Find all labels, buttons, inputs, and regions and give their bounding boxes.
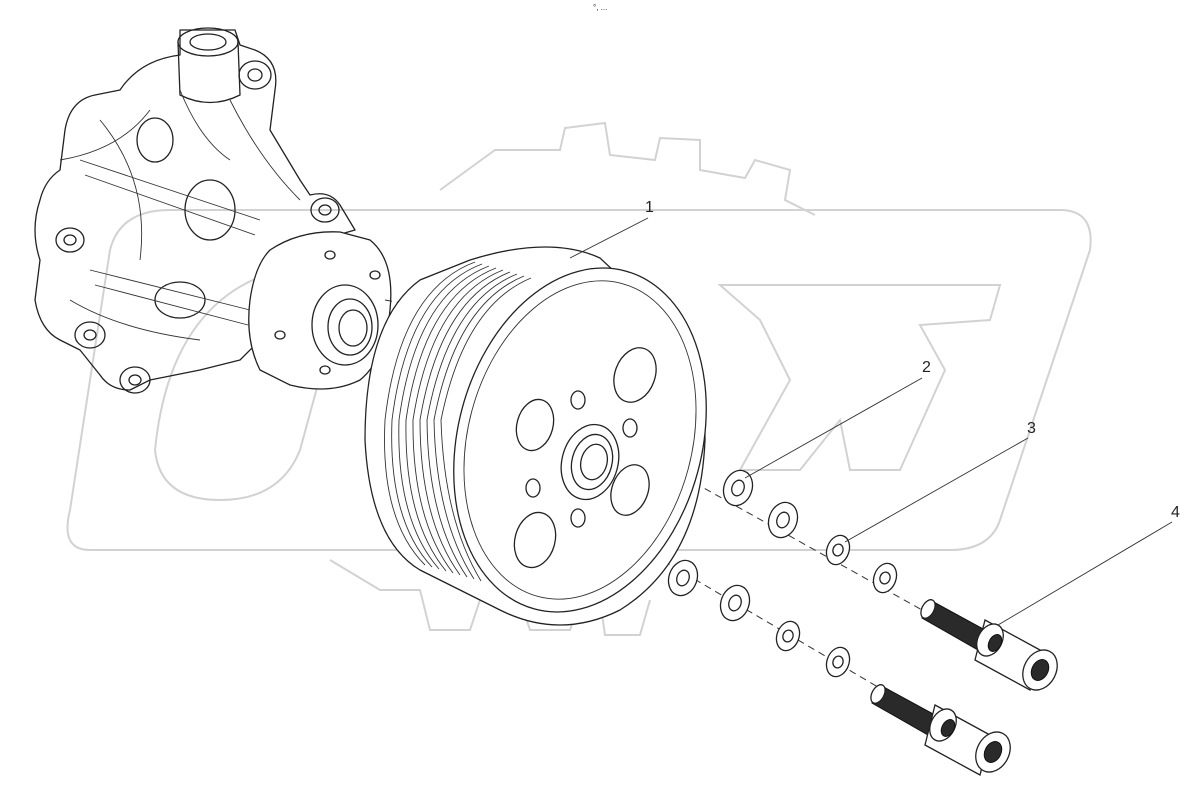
leader-line-4 [997,521,1173,626]
washer-part-2 [722,469,754,507]
washer [825,646,851,678]
callout-2: 2 [922,359,931,376]
header-mark: °, ... [593,3,608,12]
washer [872,562,898,594]
washer-part-3 [825,534,851,566]
washer [667,559,699,597]
leader-line-1 [569,217,649,259]
washer [719,584,751,622]
pulley-lightening-holes [513,347,657,569]
bolt [870,684,1011,776]
callout-3: 3 [1027,420,1036,437]
callout-4: 4 [1171,504,1180,521]
water-pump-housing [34,27,392,394]
washer [767,501,799,539]
pulley [364,246,707,626]
bolt-part-4 [920,599,1058,691]
leader-line-2 [744,377,923,479]
pulley-grooves [384,261,532,582]
washer-set [667,469,898,678]
callout-1: 1 [645,199,654,216]
washer [775,620,801,652]
leader-line-3 [844,437,1029,543]
pulley-bolt-holes [525,390,638,528]
